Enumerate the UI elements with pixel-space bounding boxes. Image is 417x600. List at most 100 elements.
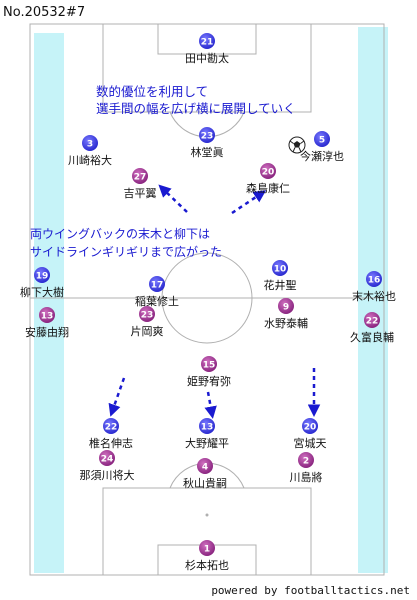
player-disc-blue <box>199 418 215 434</box>
player-marker: 27 吉平翼 <box>124 168 157 200</box>
player-name: 那須川将大 <box>80 468 135 482</box>
player-disc-purple <box>298 452 314 468</box>
player-marker: 2 川島將 <box>290 452 323 484</box>
player-name: 秋山貴嗣 <box>183 476 227 490</box>
player-disc-blue <box>272 260 288 276</box>
goal-area-top <box>157 23 257 55</box>
player-name: 水野泰輔 <box>264 316 308 330</box>
player-number: 10 <box>274 265 287 275</box>
player-name: 久富良輔 <box>350 330 394 344</box>
player-marker: 20 宮城天 <box>294 418 327 450</box>
player-number: 15 <box>203 361 216 371</box>
player-number: 27 <box>134 173 147 183</box>
player-number: 22 <box>366 317 379 327</box>
player-name: 片岡爽 <box>131 325 164 338</box>
player-name: 柳下大樹 <box>20 285 64 299</box>
player-disc-purple <box>99 450 115 466</box>
player-number: 20 <box>304 423 317 433</box>
player-name: 吉平翼 <box>124 187 157 200</box>
player-marker: 10 花井聖 <box>264 260 297 292</box>
player-disc-blue <box>314 131 330 147</box>
player-marker: 3 川崎裕大 <box>68 135 112 167</box>
arrow-shiina <box>108 377 126 417</box>
player-disc-blue <box>149 276 165 292</box>
player-number: 23 <box>201 132 214 142</box>
player-disc-purple <box>199 540 215 556</box>
player-name: 末木裕也 <box>352 289 396 303</box>
soccer-ball-icon <box>288 136 306 154</box>
player-marker: 5 今瀬淳也 <box>300 131 344 163</box>
annotation-line: サイドラインギリギリまで広がった <box>30 244 222 259</box>
player-marker: 17 稲葉修土 <box>135 276 179 308</box>
player-name: 椎名伸志 <box>89 436 133 450</box>
player-name: 川崎裕大 <box>68 153 112 167</box>
player-marker: 22 椎名伸志 <box>89 418 133 450</box>
player-disc-blue <box>199 127 215 143</box>
player-disc-purple <box>132 168 148 184</box>
player-number: 17 <box>151 281 164 291</box>
player-name: 稲葉修土 <box>135 294 179 308</box>
player-name: 大野耀平 <box>185 436 229 450</box>
player-disc-purple <box>364 312 380 328</box>
footer-credit: powered by footballtactics.net <box>211 584 410 597</box>
annotation-line: 数的優位を利用して <box>96 84 208 99</box>
wing-zone-right <box>358 27 388 573</box>
player-marker: 15 姫野宥弥 <box>187 356 231 388</box>
player-disc-purple <box>139 306 155 322</box>
player-marker: 23 林堂眞 <box>191 127 224 159</box>
player-name: 川島將 <box>290 470 323 484</box>
player-marker: 13 大野耀平 <box>185 418 229 450</box>
player-disc-blue <box>302 418 318 434</box>
player-name: 安藤由翔 <box>25 325 69 339</box>
player-name: 姫野宥弥 <box>187 374 231 388</box>
player-name: 今瀬淳也 <box>300 149 344 163</box>
player-number: 1 <box>204 545 210 555</box>
annotation-top: 数的優位を利用して 選手間の幅を広げ横に展開していく <box>96 84 296 116</box>
pitch <box>29 23 388 576</box>
player-disc-purple <box>201 356 217 372</box>
player-number: 24 <box>101 455 114 465</box>
player-marker: 21 田中勘太 <box>185 33 229 65</box>
player-disc-purple <box>197 458 213 474</box>
player-disc-blue <box>366 271 382 287</box>
player-name: 田中勘太 <box>185 52 229 65</box>
player-disc-purple <box>39 307 55 323</box>
player-disc-blue <box>82 135 98 151</box>
player-number: 2 <box>303 457 309 467</box>
player-marker: 23 片岡爽 <box>131 306 164 338</box>
player-number: 9 <box>283 303 289 313</box>
center-circle <box>161 252 253 344</box>
player-marker: 4 秋山貴嗣 <box>183 458 227 490</box>
arrow-to-yoshihira <box>158 184 188 213</box>
player-number: 5 <box>319 136 325 146</box>
wing-zone-left <box>34 33 64 573</box>
player-disc-blue <box>34 267 50 283</box>
player-number: 4 <box>202 463 208 473</box>
penalty-spot-bottom <box>205 513 209 517</box>
player-marker: 19 柳下大樹 <box>20 267 64 299</box>
player-name: 杉本拓也 <box>185 558 229 572</box>
player-number: 13 <box>201 423 214 433</box>
player-number: 13 <box>41 312 54 322</box>
player-name: 林堂眞 <box>191 145 224 159</box>
player-marker: 13 安藤由翔 <box>25 307 69 339</box>
player-number: 16 <box>368 276 381 286</box>
player-number: 19 <box>36 272 49 282</box>
player-number: 21 <box>201 38 214 48</box>
annotation-line: 選手間の幅を広げ横に展開していく <box>96 101 296 116</box>
player-marker: 9 水野泰輔 <box>264 298 308 330</box>
player-name: 宮城天 <box>294 436 327 450</box>
player-number: 22 <box>105 423 118 433</box>
arrow-to-morishima <box>231 190 267 215</box>
player-marker: 24 那須川将大 <box>80 450 135 482</box>
player-number: 23 <box>141 311 154 321</box>
annotation-line: 両ウイングバックの末木と柳下は <box>30 227 210 241</box>
player-disc-blue <box>103 418 119 434</box>
player-disc-purple <box>260 163 276 179</box>
player-number: 3 <box>87 140 93 150</box>
player-marker: 16 末木裕也 <box>352 271 396 303</box>
annotation-mid: 両ウイングバックの末木と柳下は サイドラインギリギリまで広がった <box>30 227 222 259</box>
player-name: 花井聖 <box>264 278 297 292</box>
